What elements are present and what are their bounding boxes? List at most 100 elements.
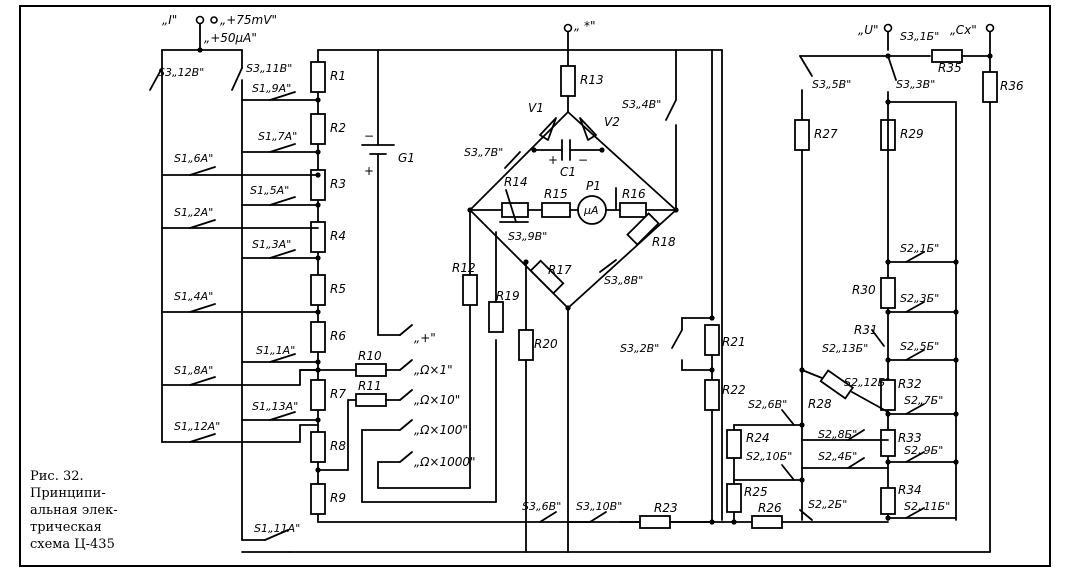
label-s1-3a: S1„3A" [252, 238, 291, 251]
battery-section [299, 49, 497, 503]
label-s1-13a: S1„13A" [252, 400, 298, 413]
label-r34: R34 [898, 483, 922, 497]
label-s3-11v: S3„11В" [246, 62, 292, 75]
terminal-cx [985, 23, 995, 33]
label-r17: R17 [548, 263, 572, 277]
label-s1-8a: S1„8A" [174, 364, 213, 377]
label-r35: R35 [938, 61, 962, 75]
battery-label: G1 [398, 151, 415, 165]
label-s2-5b: S2„5Б" [900, 340, 939, 353]
terminal-u [883, 23, 893, 33]
label-r22: R22 [722, 383, 746, 397]
label-r2: R2 [330, 121, 346, 135]
resistor-r27 [794, 119, 810, 151]
resistor-r26 [751, 515, 783, 529]
caption-line-1: Рис. 32. [30, 469, 84, 484]
caption-line-5: схема Ц-435 [30, 537, 115, 552]
label-r11: R11 [358, 379, 382, 393]
resistor-r4 [310, 221, 326, 253]
resistor-r6 [310, 321, 326, 353]
resistor-r7 [310, 379, 326, 411]
label-r6: R6 [330, 329, 346, 343]
label-s3-7v: S3„7В" [464, 146, 503, 159]
label-r16: R16 [622, 187, 646, 201]
label-r18: R18 [652, 235, 676, 249]
label-s3-2v: S3„2В" [620, 342, 659, 355]
label-s3-3v: S3„3В" [896, 78, 935, 91]
terminal-label-i: „I" [162, 13, 177, 27]
resistor-r36 [982, 71, 998, 103]
resistor-r24 [726, 429, 742, 459]
resistor-r12 [462, 274, 478, 306]
label-r4: R4 [330, 229, 346, 243]
terminal-75mv [210, 16, 218, 24]
label-r26: R26 [758, 501, 782, 515]
terminal-star [563, 23, 573, 33]
label-s3-10v: S3„10В" [576, 500, 622, 513]
label-s2-9b: S2„9Б" [904, 444, 943, 457]
caption-line-2: Принципи- [30, 486, 106, 501]
resistor-r2 [310, 113, 326, 145]
resistor-r13 [560, 65, 576, 97]
label-r19: R19 [496, 289, 520, 303]
caption-line-3: альная элек- [30, 503, 118, 518]
label-r24: R24 [746, 431, 770, 445]
label-r28: R28 [808, 397, 832, 411]
resistor-r17 [529, 259, 565, 295]
capacitor-c1-label: C1 [560, 165, 576, 179]
label-r12: R12 [452, 261, 476, 275]
terminal-label-ohm1: „Ω×1" [414, 363, 453, 377]
label-s1-5a: S1„5A" [250, 184, 289, 197]
resistor-r5 [310, 274, 326, 306]
label-s1-2a: S1„2A" [174, 206, 213, 219]
label-s1-12a: S1„12A" [174, 420, 220, 433]
label-s3-5v: S3„5В" [812, 78, 851, 91]
label-r23: R23 [654, 501, 678, 515]
caption-line-4: трическая [30, 520, 102, 535]
label-s2-1b: S2„1Б" [900, 242, 939, 255]
label-r9: R9 [330, 491, 346, 505]
label-s3-4v: S3„4В" [622, 98, 661, 111]
label-r27: R27 [814, 127, 838, 141]
label-s2-8b: S2„8Б" [818, 428, 857, 441]
terminal-label-50ua: „+50μA" [204, 31, 257, 45]
battery-plus: + [364, 164, 374, 178]
bridge-section [462, 23, 677, 553]
label-r30: R30 [852, 283, 876, 297]
resistor-r23 [639, 515, 671, 529]
resistor-r15 [541, 202, 571, 218]
label-r13: R13 [580, 73, 604, 87]
label-s1-6a: S1„6A" [174, 152, 213, 165]
resistor-r21 [704, 324, 720, 356]
label-r1: R1 [330, 69, 346, 83]
label-s2-12b: S2„12Б" [844, 376, 890, 389]
label-r33: R33 [898, 431, 922, 445]
resistor-r11 [355, 393, 387, 407]
label-s3-9v: S3„9В" [508, 230, 547, 243]
resistor-r10 [355, 363, 387, 377]
resistor-r22 [704, 379, 720, 411]
label-s2-6v: S2„6В" [748, 398, 787, 411]
diode-v1-label: V1 [528, 101, 544, 115]
label-r7: R7 [330, 387, 346, 401]
label-r21: R21 [722, 335, 746, 349]
label-s2-13b: S2„13Б" [822, 342, 868, 355]
resistor-r33 [880, 429, 896, 457]
label-r10: R10 [358, 349, 382, 363]
label-r32: R32 [898, 377, 922, 391]
terminal-label-75mv: „+75mV" [220, 13, 277, 27]
resistor-r16 [619, 202, 647, 218]
meter-unit: μA [583, 204, 599, 217]
label-r25: R25 [744, 485, 768, 499]
meter-p1-label: P1 [586, 179, 601, 193]
label-s3-6v: S3„6В" [522, 500, 561, 513]
label-s3-8v: S3„8В" [604, 274, 643, 287]
resistor-r14 [501, 202, 529, 218]
resistor-r9 [310, 483, 326, 515]
right-section [567, 23, 998, 553]
resistor-r28 [819, 369, 854, 400]
label-s1-7a: S1„7A" [258, 130, 297, 143]
label-r3: R3 [330, 177, 346, 191]
label-s3-1b: S3„1Б" [900, 30, 939, 43]
